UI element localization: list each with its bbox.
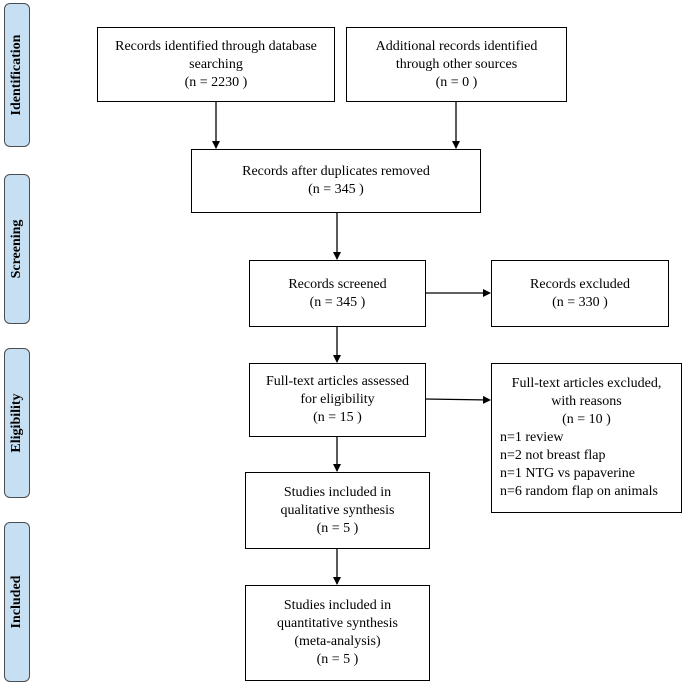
excluded-line-2: (n = 330 ) [552,294,608,310]
other-sources-line-2: through other sources [395,56,518,72]
other-sources-line-3: (n = 0 ) [435,74,478,90]
screened-line-2: (n = 345 ) [309,294,366,310]
full-text-line-1: Full-text articles assessed [265,374,410,389]
phase-included: Included [4,522,30,682]
ft-excluded-reason-4: n=6 random flap on animals [500,484,658,499]
phase-screening: Screening [4,174,30,324]
arrow-fulltext-to-excluded [424,395,491,404]
box-records-screened: Records screened (n = 345 ) [249,260,426,327]
full-text-line-3: (n = 15 ) [313,410,362,425]
excluded-line-1: Records excluded [530,276,630,292]
box-duplicates-removed: Records after duplicates removed (n = 34… [191,149,481,213]
box-quantitative-synthesis: Studies included in quantitative synthes… [245,585,430,681]
duplicates-line-2: (n = 345 ) [308,182,364,197]
box-qualitative-synthesis: Studies included in qualitative synthesi… [245,472,430,549]
duplicates-line-1: Records after duplicates removed [242,164,430,179]
box-full-text-assessed: Full-text articles assessed for eligibil… [249,363,426,437]
quantitative-line-1: Studies included in [283,598,392,613]
qualitative-line-1: Studies included in [283,484,392,500]
quantitative-line-2: quantitative synthesis [277,616,398,631]
ft-excluded-title-1: Full-text articles excluded, [511,376,662,391]
ft-excluded-title-3: (n = 10 ) [562,412,611,427]
qualitative-line-2: qualitative synthesis [280,502,395,518]
box-database-records: Records identified through database sear… [97,27,335,102]
screened-line-1: Records screened [288,276,387,292]
box-other-sources: Additional records identified through ot… [346,27,567,102]
box-records-excluded: Records excluded (n = 330 ) [491,260,669,327]
quantitative-line-4: (n = 5 ) [316,652,359,667]
ft-excluded-title-2: with reasons [551,394,622,409]
box-full-text-excluded: Full-text articles excluded, with reason… [491,363,682,513]
ft-excluded-reason-2: n=2 not breast flap [500,448,606,463]
ft-excluded-reason-1: n=1 review [500,430,564,445]
database-line-2: searching [189,56,243,72]
other-sources-line-1: Additional records identified [375,38,538,54]
phase-identification: Identification [4,3,30,147]
database-line-1: Records identified through database [115,38,317,54]
ft-excluded-reason-3: n=1 NTG vs papaverine [500,466,636,481]
phase-eligibility: Eligibility [4,348,30,498]
qualitative-line-3: (n = 5 ) [316,520,359,536]
full-text-line-2: for eligibility [300,392,375,407]
database-line-3: (n = 2230 ) [184,74,248,90]
quantitative-line-3: (meta-analysis) [294,634,381,649]
